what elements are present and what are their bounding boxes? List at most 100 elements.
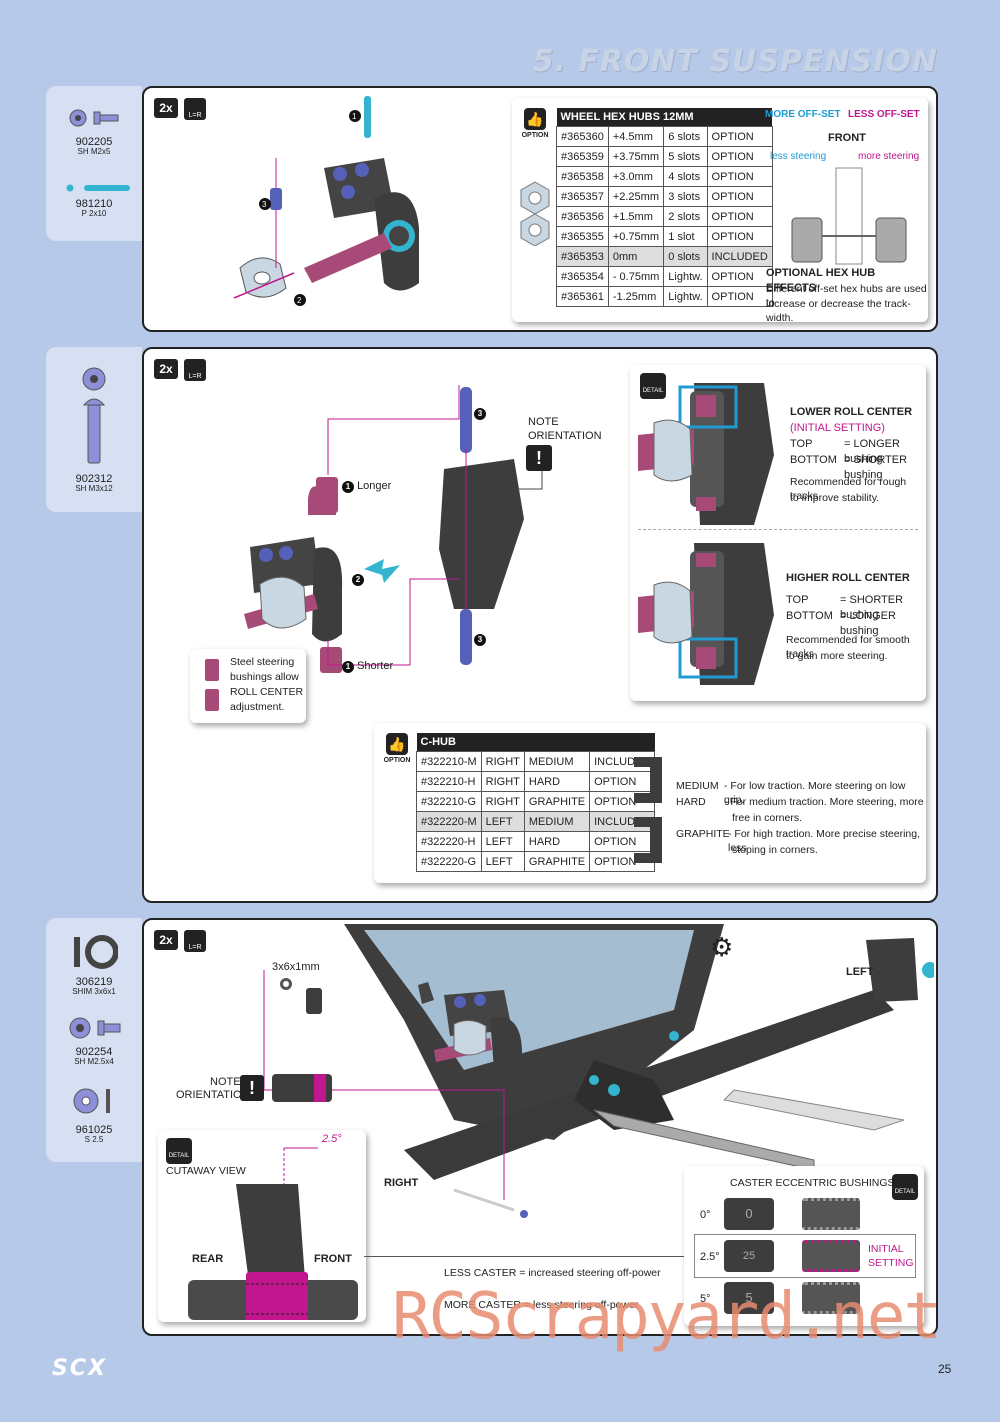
hex-hub-card: 👍OPTION WHEEL HEX HUBS 12MM #365360+4.5m… xyxy=(512,98,928,325)
steel-note-text: Steel steering xyxy=(230,656,295,668)
low-roll-top-key: TOP xyxy=(790,438,813,450)
roll-center-low-illustration xyxy=(638,383,774,525)
medium-desc: - For low traction. More steering on low… xyxy=(724,780,906,807)
screw-icon xyxy=(82,367,106,464)
chassis-top-view xyxy=(791,167,907,265)
callout-1: 1 xyxy=(352,112,357,121)
pin-icon xyxy=(64,180,134,192)
c-hub-table-title: C-HUB xyxy=(416,733,655,752)
high-roll-bot-val: = LONGER bushing xyxy=(840,610,896,637)
low-roll-bot-key: BOTTOM xyxy=(790,454,837,466)
left-right-same-icon: L=R xyxy=(184,98,206,120)
cutaway-title: CUTAWAY VIEW xyxy=(166,1165,246,1177)
footer-logo: SCX xyxy=(52,1356,107,1381)
steel-note-text: ROLL CENTER xyxy=(230,686,304,698)
watermark-text: RCScrapyard.net xyxy=(392,1280,942,1354)
graphite-key: GRAPHITE xyxy=(676,828,730,840)
low-roll-top-val: = LONGER bushing xyxy=(844,438,900,465)
callout-3: 3 xyxy=(262,200,267,209)
caster-bushings-card: CASTER ECCENTRIC BUSHINGS DETAIL 0° 0 2.… xyxy=(684,1166,924,1326)
medium-key: MEDIUM xyxy=(676,780,719,792)
part-code: 902312 xyxy=(75,473,113,485)
quantity-badge: 2x xyxy=(154,98,178,118)
bushing-5-side xyxy=(802,1282,860,1314)
note-label: NOTE xyxy=(528,416,559,428)
high-roll-title: HIGHER ROLL CENTER xyxy=(786,572,910,584)
part-code: 981210 xyxy=(75,198,113,210)
left-right-same-icon: L=R xyxy=(184,359,206,381)
shorter-label: 1 Shorter xyxy=(342,659,393,674)
high-roll-bot-key: BOTTOM xyxy=(786,610,833,622)
screw-icon xyxy=(69,1017,121,1039)
c-hub-parts-icon xyxy=(634,757,662,863)
high-roll-top-val: = SHORTER bushing xyxy=(840,594,904,621)
low-roll-rec: to improve stability. xyxy=(790,492,880,504)
chassis-front-illustration xyxy=(263,924,934,1218)
steel-note-text: adjustment. xyxy=(230,701,285,713)
left-label: LEFT xyxy=(846,966,874,978)
note-label: NOTE xyxy=(210,1076,241,1088)
cutaway-illustration xyxy=(188,1147,358,1320)
front-label: FRONT xyxy=(828,132,866,144)
hex-hub-table-title: WHEEL HEX HUBS 12MM xyxy=(556,108,773,127)
shim-icon xyxy=(74,935,118,969)
screw-icon xyxy=(68,108,120,128)
initial-setting-label: SETTING xyxy=(868,1257,914,1269)
callout-3: 3 xyxy=(474,629,486,647)
thumbs-up-icon: 👍 xyxy=(524,108,546,130)
hex-hub-parts-icon xyxy=(520,181,550,246)
hard-key: HARD xyxy=(676,796,706,808)
graphite-desc: - For high traction. More precise steeri… xyxy=(728,828,920,855)
hex-hub-effects-text: increase or decrease the track-width. xyxy=(766,298,911,325)
note-label: ORIENTATION xyxy=(176,1089,250,1101)
hard-desc: - For medium traction. More steering, mo… xyxy=(724,796,924,808)
divider xyxy=(638,529,918,530)
rear-label: REAR xyxy=(192,1253,224,1265)
caster-0-label: 0° xyxy=(700,1209,711,1221)
more-steering-label: more steering xyxy=(858,151,920,162)
note-label: ORIENTATION xyxy=(528,430,602,442)
callout-2: 2 xyxy=(352,569,364,587)
gear-check-icon: ⚙ xyxy=(710,932,734,962)
bushing-icon xyxy=(205,659,219,711)
caster-bushings-title: CASTER ECCENTRIC BUSHINGS xyxy=(730,1177,895,1189)
low-roll-title: LOWER ROLL CENTER xyxy=(790,406,913,418)
callout-3: 3 xyxy=(474,403,486,421)
shim-size-label: 3x6x1mm xyxy=(272,961,320,973)
caster-angle-label: 2.5° xyxy=(322,1133,342,1145)
part-desc: SH M2.5x4 xyxy=(74,1057,114,1067)
low-roll-bot-val: = SHORTER bushing xyxy=(844,454,908,481)
less-caster-label: LESS CASTER = increased steering off-pow… xyxy=(444,1267,661,1279)
warning-icon: ! xyxy=(526,445,552,471)
part-desc: SH M3x12 xyxy=(75,484,113,494)
steel-bushing-note: Steel steering bushings allow ROLL CENTE… xyxy=(190,649,306,723)
roll-center-card: DETAIL LOWER ROLL CENTER (INITIAL SETTIN… xyxy=(630,365,926,701)
longer-label: 1 Longer xyxy=(342,479,391,494)
bushing-25: 25 xyxy=(724,1240,774,1272)
caster-5-label: 5° xyxy=(700,1293,711,1305)
detail-icon: DETAIL xyxy=(166,1138,192,1164)
detail-icon: DETAIL xyxy=(892,1174,918,1200)
left-right-same-icon: L=R xyxy=(184,930,206,952)
more-caster-label: MORE CASTER = less steering off-power xyxy=(444,1299,639,1311)
warning-icon: ! xyxy=(240,1075,264,1101)
high-roll-rec: to gain more steering. xyxy=(786,650,888,662)
bushing-0: 0 xyxy=(724,1198,774,1230)
part-desc: SHIM 3x6x1 xyxy=(72,987,116,997)
hard-desc: free in corners. xyxy=(732,812,803,824)
